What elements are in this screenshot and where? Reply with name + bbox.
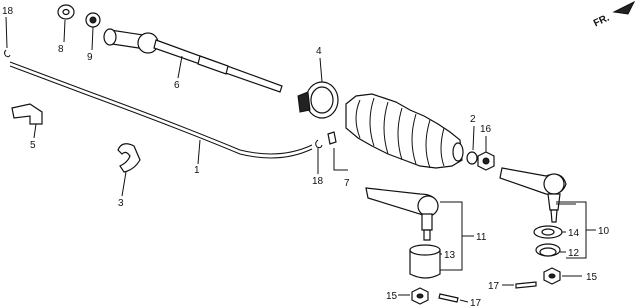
front-arrow-icon — [612, 0, 636, 15]
part-13-dust-cover: 13 — [409, 244, 456, 279]
part-11-bracket: 11 — [440, 201, 487, 271]
callout-15-right: 15 — [586, 272, 598, 283]
callout-18-top: 18 — [2, 6, 14, 17]
callout-8: 8 — [58, 44, 64, 55]
part-15-right-castle-nut: 15 — [543, 267, 598, 285]
callout-10: 10 — [598, 226, 610, 237]
callout-17-left: 17 — [470, 298, 482, 308]
callout-9: 9 — [87, 52, 93, 63]
part-6-inner-tie-rod: 6 — [103, 28, 283, 93]
callout-5: 5 — [30, 140, 36, 151]
callout-13: 13 — [444, 250, 456, 261]
callout-1: 1 — [194, 165, 200, 176]
part-15-left-castle-nut: 15 — [386, 287, 429, 305]
part-10-bracket: 10 — [556, 201, 610, 259]
callout-12: 12 — [568, 248, 580, 259]
part-17-left-cotter-pin: 17 — [438, 293, 482, 308]
callout-11: 11 — [476, 232, 487, 243]
part-4-band-clamp: 4 — [297, 46, 339, 119]
part-18-small-clip: 18 — [312, 131, 337, 187]
front-direction-indicator: FR. — [592, 0, 636, 29]
part-17-right-cotter-pin: 17 — [488, 281, 537, 292]
callout-4: 4 — [316, 46, 322, 57]
callout-18-middle: 18 — [312, 176, 324, 187]
callout-2: 2 — [470, 114, 476, 125]
part-3-clamp: 3 — [117, 143, 141, 209]
part-16-nut: 16 — [477, 124, 495, 171]
callout-14: 14 — [568, 228, 580, 239]
right-tie-rod-end — [499, 167, 576, 223]
callout-3: 3 — [118, 198, 124, 209]
part-12-clip-ring: 12 — [535, 243, 580, 259]
front-label: FR. — [592, 12, 611, 29]
callout-7: 7 — [344, 178, 350, 189]
left-tie-rod-end — [365, 187, 439, 241]
callout-15-left: 15 — [386, 291, 398, 302]
part-9-nut: 9 — [85, 12, 101, 63]
callout-17-right: 17 — [488, 281, 500, 292]
callout-6: 6 — [174, 80, 180, 91]
part-2-lock-nut: 2 — [466, 114, 478, 165]
part-1-tube: 1 — [9, 61, 313, 176]
part-14-dust-seal: 14 — [533, 225, 580, 239]
part-7-boot: 7 — [333, 93, 464, 189]
part-8-washer: 8 — [57, 4, 75, 55]
part-18-clip: 18 — [2, 6, 14, 58]
callout-16: 16 — [480, 124, 492, 135]
part-5-bracket: 5 — [11, 103, 43, 151]
